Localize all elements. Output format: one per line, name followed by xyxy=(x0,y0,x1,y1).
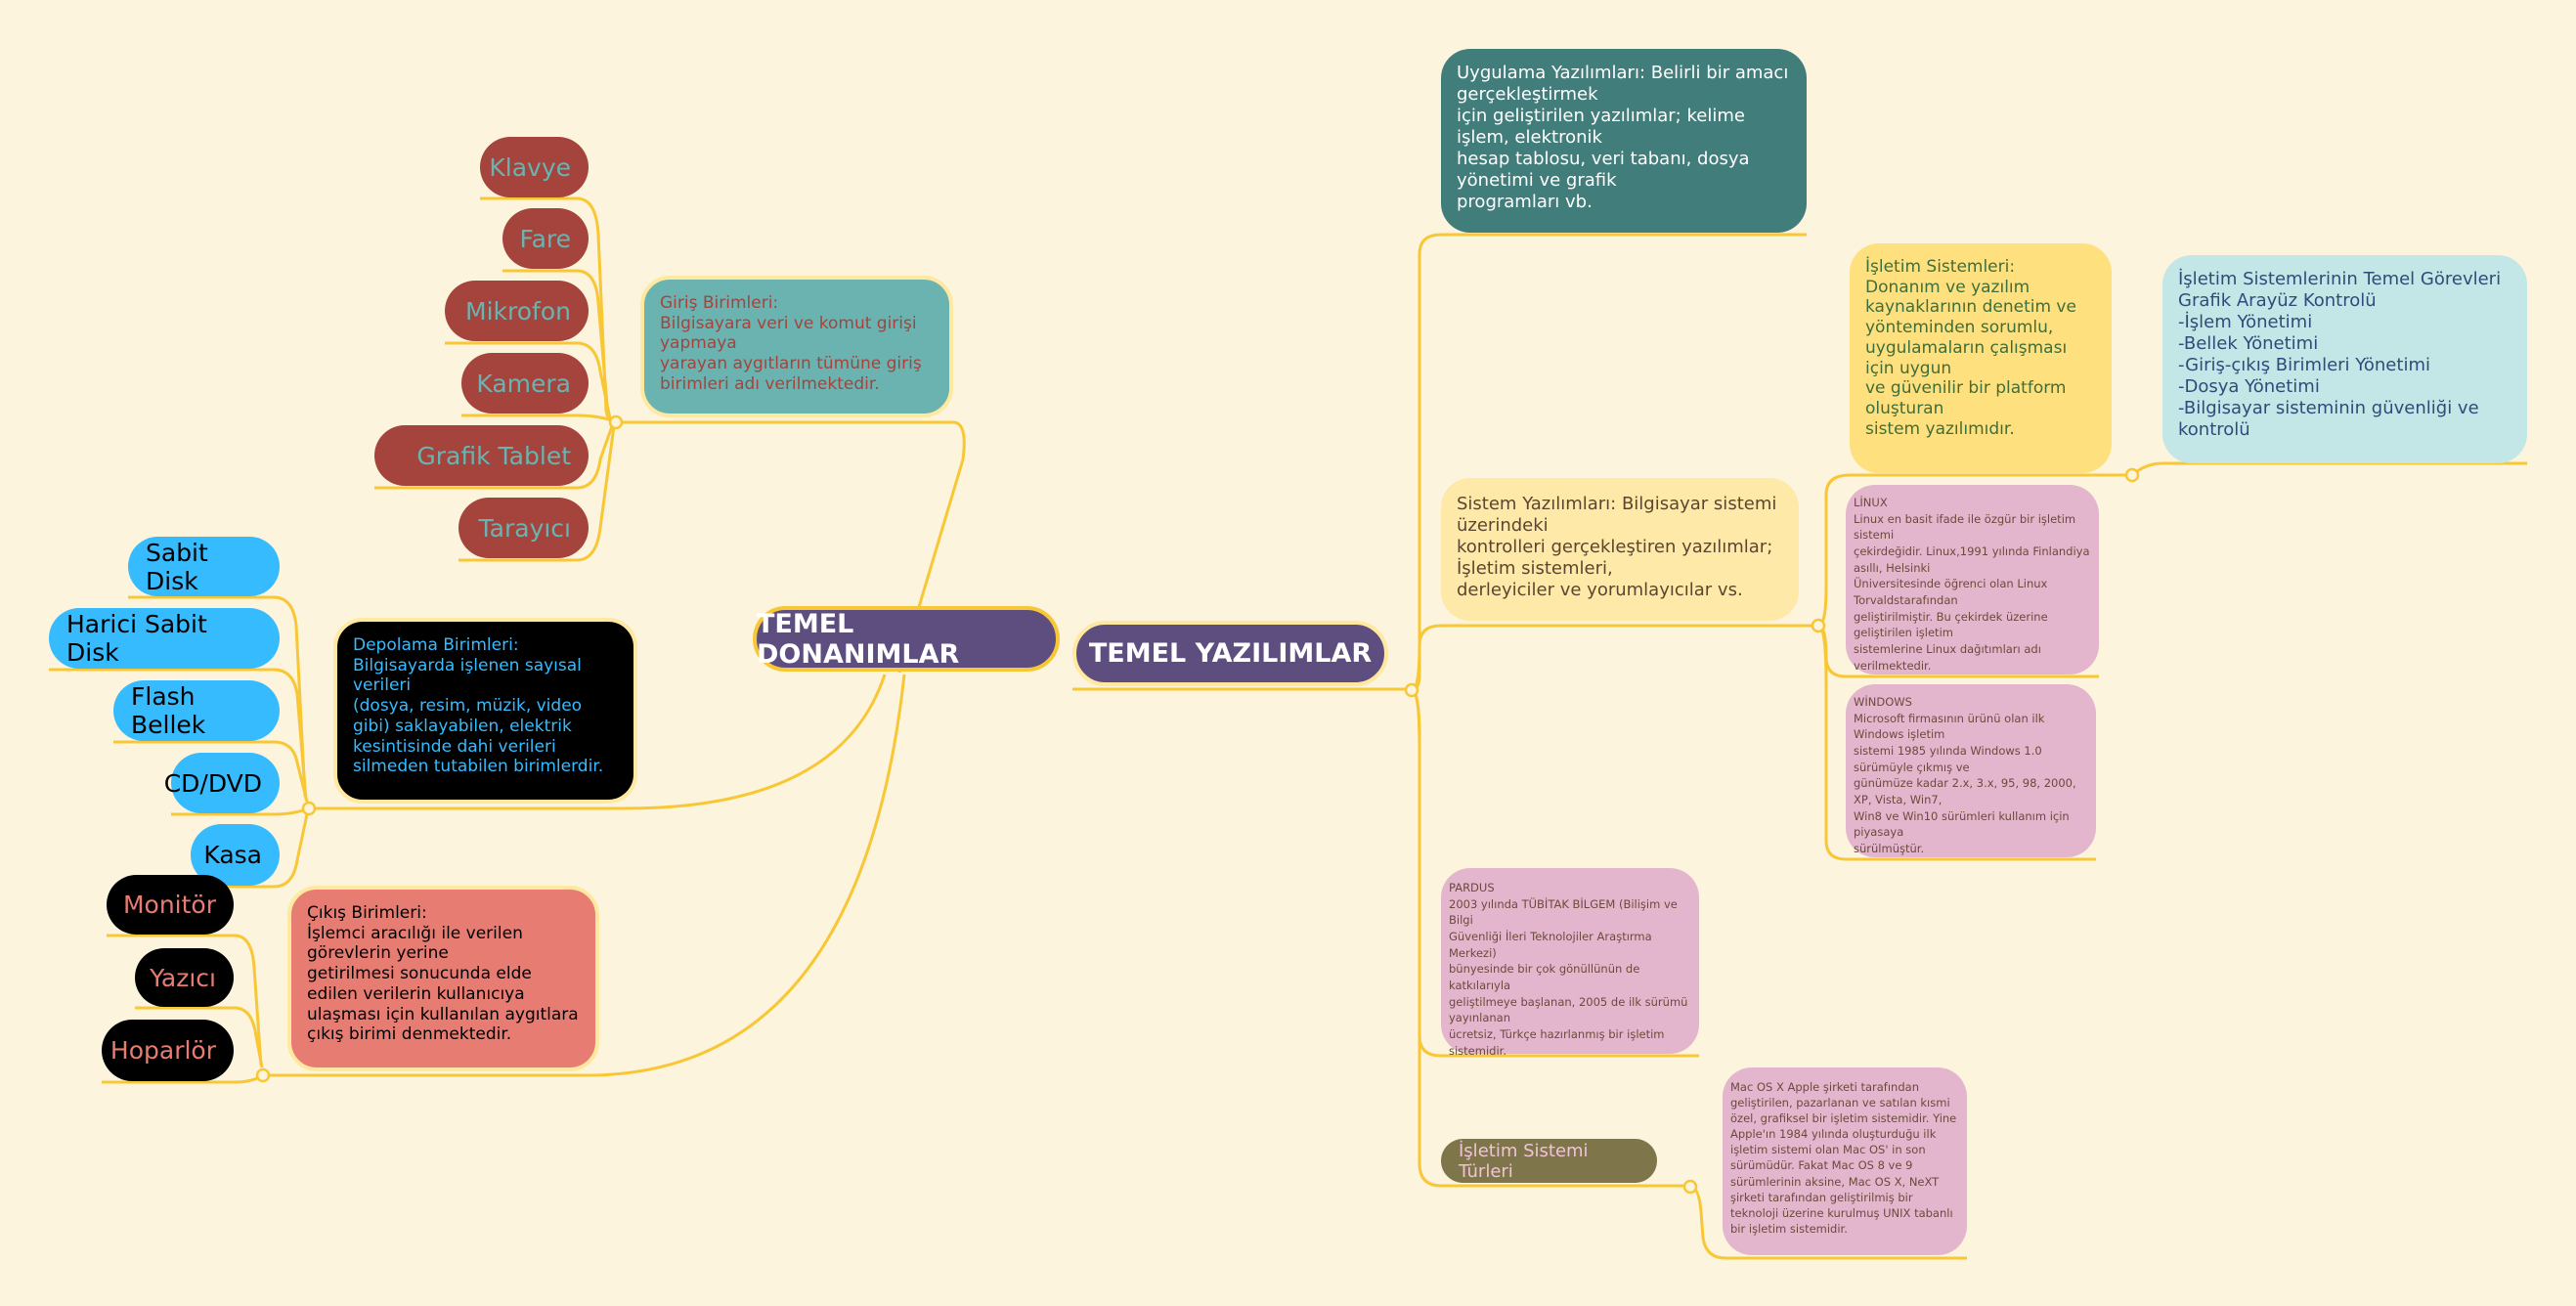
hub-dot xyxy=(1811,618,1826,633)
input-units-node[interactable]: Giriş Birimleri: Bilgisayara veri ve kom… xyxy=(640,276,953,417)
storage-item-case[interactable]: Kasa xyxy=(191,824,280,886)
hub-dot xyxy=(2124,467,2140,483)
storage-item-flash-memory[interactable]: Flash Bellek xyxy=(113,680,280,741)
os-tasks-node[interactable]: İşletim Sistemlerinin Temel Görevleri Gr… xyxy=(2162,255,2527,463)
windows-node[interactable]: WİNDOWS Microsoft firmasının ürünü olan … xyxy=(1846,684,2096,857)
hub-dot xyxy=(301,801,317,816)
hub-dot xyxy=(1404,682,1419,698)
input-item-scanner[interactable]: Tarayıcı xyxy=(458,498,589,558)
hub-dot xyxy=(608,414,624,430)
operating-systems-node[interactable]: İşletim Sistemleri: Donanım ve yazılım k… xyxy=(1850,243,2112,473)
pardus-node[interactable]: PARDUS 2003 yılında TÜBİTAK BİLGEM (Bili… xyxy=(1441,868,1699,1058)
application-software-node[interactable]: Uygulama Yazılımları: Belirli bir amacı … xyxy=(1441,49,1807,233)
storage-item-external-disk[interactable]: Harici Sabit Disk xyxy=(49,608,280,669)
output-units-node[interactable]: Çıkış Birimleri: İşlemci aracılığı ile v… xyxy=(287,886,599,1071)
hub-dot xyxy=(255,1067,271,1083)
input-item-graphics-tablet[interactable]: Grafik Tablet xyxy=(374,425,589,486)
os-types-node[interactable]: İşletim Sistemi Türleri xyxy=(1441,1139,1657,1183)
linux-node[interactable]: LİNUX Linux en basit ifade ile özgür bir… xyxy=(1846,485,2099,675)
input-item-mouse[interactable]: Fare xyxy=(502,208,589,269)
macos-node[interactable]: Mac OS X Apple şirketi tarafından gelişt… xyxy=(1723,1067,1967,1255)
input-item-camera[interactable]: Kamera xyxy=(461,353,589,414)
storage-item-cd-dvd[interactable]: CD/DVD xyxy=(164,753,280,813)
hardware-root-node[interactable]: TEMEL DONANIMLAR xyxy=(753,606,1060,672)
storage-units-node[interactable]: Depolama Birimleri: Bilgisayarda işlenen… xyxy=(333,618,637,804)
software-root-node[interactable]: TEMEL YAZILIMLAR xyxy=(1072,621,1388,686)
output-item-printer[interactable]: Yazıcı xyxy=(135,948,234,1007)
hub-dot xyxy=(1682,1179,1698,1195)
output-item-monitor[interactable]: Monitör xyxy=(107,875,234,935)
input-item-microphone[interactable]: Mikrofon xyxy=(445,281,589,341)
storage-item-hard-disk[interactable]: Sabit Disk xyxy=(128,537,280,596)
system-software-node[interactable]: Sistem Yazılımları: Bilgisayar sistemi ü… xyxy=(1441,478,1799,621)
input-item-keyboard[interactable]: Klavye xyxy=(480,137,589,197)
output-item-speaker[interactable]: Hoparlör xyxy=(102,1020,234,1081)
